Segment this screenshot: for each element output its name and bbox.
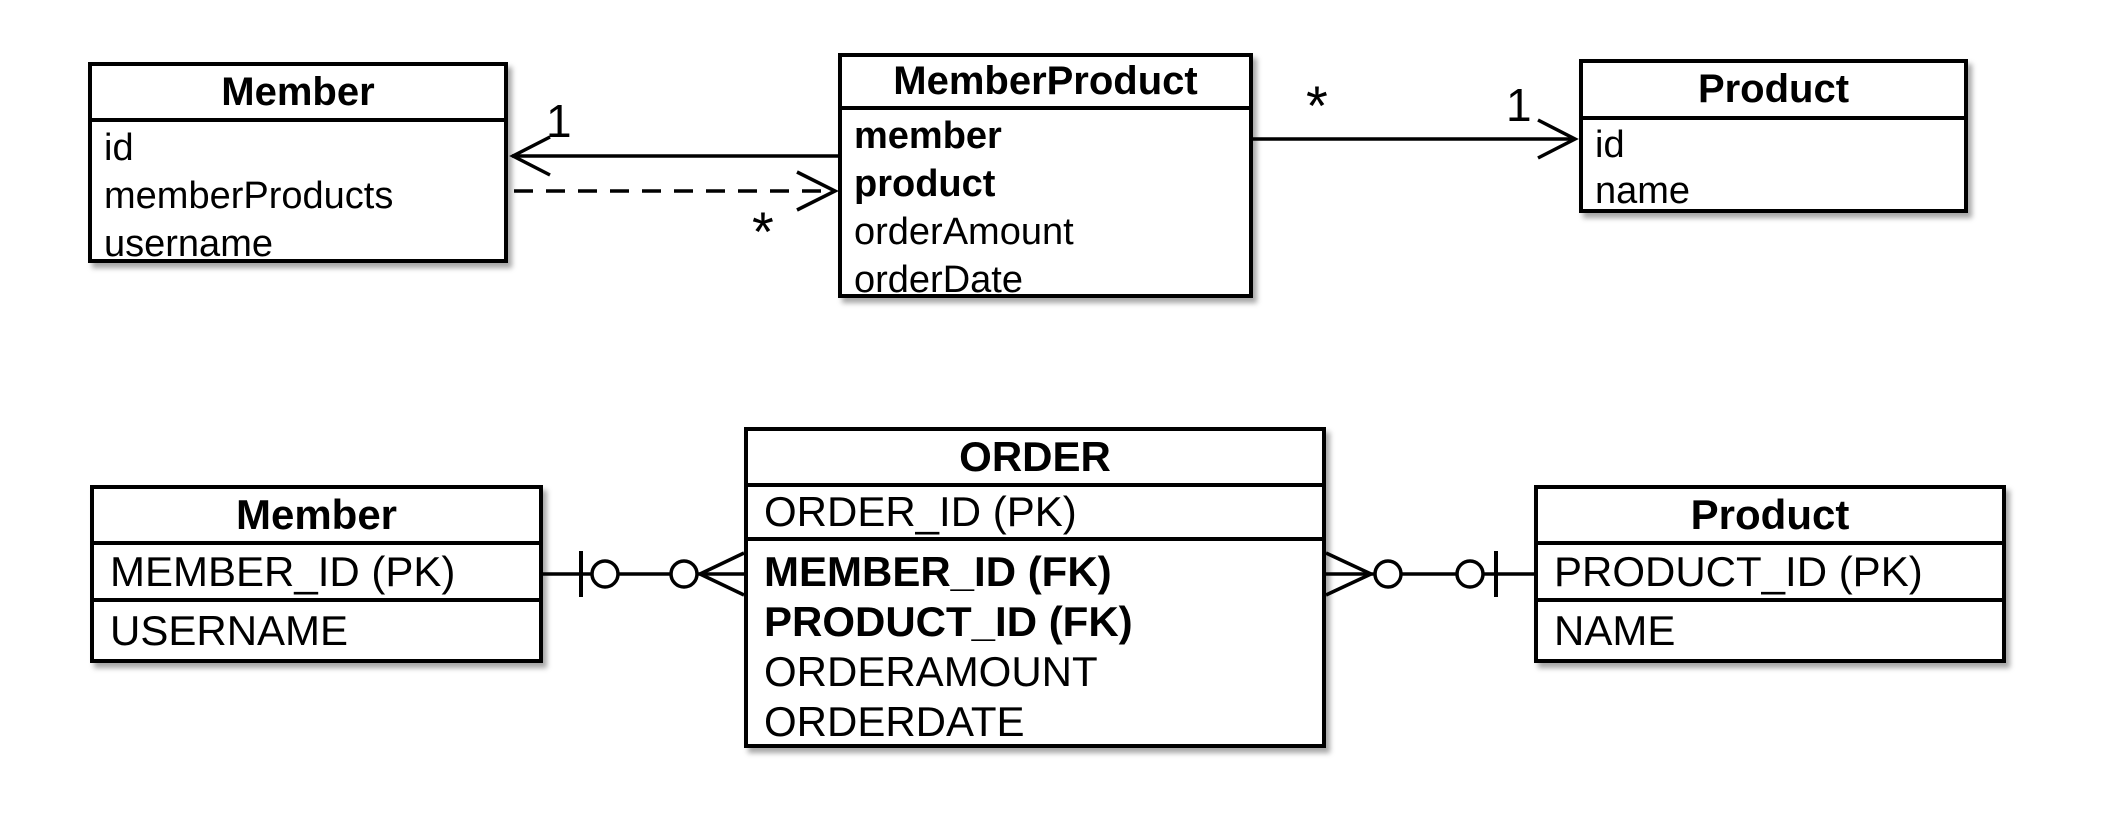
uml-dashed-dependency-member-to-memberproduct (514, 170, 839, 212)
table-column: MEMBER_ID (FK) (764, 548, 1112, 595)
table-column: USERNAME (110, 606, 349, 654)
open-arrowhead-icon (509, 135, 551, 177)
optional-circle-icon (590, 559, 620, 589)
table-key-column: ORDER_ID (PK) (748, 487, 1322, 541)
crows-foot-icon (1325, 551, 1372, 597)
erd-relationship-member-order (543, 551, 745, 597)
table-columns: MEMBER_ID (FK) PRODUCT_ID (FK) ORDERAMOU… (748, 541, 1322, 747)
class-title: Product (1583, 63, 1964, 120)
table-column: MEMBER_ID (PK) (94, 545, 539, 602)
attribute: orderDate (854, 259, 1023, 301)
attribute: name (1595, 170, 1691, 212)
table-column: PRODUCT_ID (FK) (764, 598, 1133, 645)
optional-circle-icon (669, 559, 699, 589)
table-column: ORDERDATE (764, 698, 1025, 745)
attribute: member (854, 115, 1002, 157)
erd-table-member: Member MEMBER_ID (PK) USERNAME (90, 485, 543, 663)
class-title: Member (92, 66, 504, 122)
open-arrowhead-icon (796, 170, 839, 212)
table-column: PRODUCT_ID (PK) (1538, 545, 2002, 602)
erd-table-order: ORDER ORDER_ID (PK) MEMBER_ID (FK) PRODU… (744, 427, 1326, 748)
attribute: id (1595, 124, 1625, 166)
table-title: ORDER (748, 431, 1322, 487)
uml-class-memberproduct: MemberProduct member product orderAmount… (838, 53, 1253, 301)
multiplicity-label-one-product-side: 1 (1506, 79, 1532, 131)
erd-table-product: Product PRODUCT_ID (PK) NAME (1534, 485, 2006, 663)
uml-association-memberproduct-to-product (1253, 118, 1579, 160)
crows-foot-icon (699, 551, 745, 597)
table-title: Member (94, 489, 539, 545)
attribute: memberProducts (104, 175, 394, 217)
optional-circle-icon (1455, 559, 1485, 589)
class-attributes: id name (1583, 120, 1964, 214)
attribute: id (104, 127, 134, 169)
table-column: ORDERAMOUNT (764, 648, 1098, 695)
multiplicity-label-one-member-side: 1 (546, 95, 572, 147)
uml-class-member: Member id memberProducts username (88, 62, 508, 265)
uml-association-memberproduct-to-member (509, 135, 838, 177)
multiplicity-label-star-memberproduct-side: * (752, 200, 774, 263)
class-attributes: member product orderAmount orderDate (842, 110, 1249, 304)
optional-circle-icon (1373, 559, 1403, 589)
class-attributes: id memberProducts username (92, 122, 504, 268)
multiplicity-label-star-memberproduct-right: * (1306, 74, 1328, 137)
erd-relationship-order-product (1325, 551, 1534, 597)
uml-class-product: Product id name (1579, 59, 1968, 213)
attribute: orderAmount (854, 211, 1074, 253)
open-arrowhead-icon (1537, 118, 1579, 160)
attribute: username (104, 223, 273, 265)
attribute: product (854, 163, 996, 205)
table-column: NAME (1554, 606, 1676, 654)
table-title: Product (1538, 489, 2002, 545)
class-title: MemberProduct (842, 57, 1249, 110)
